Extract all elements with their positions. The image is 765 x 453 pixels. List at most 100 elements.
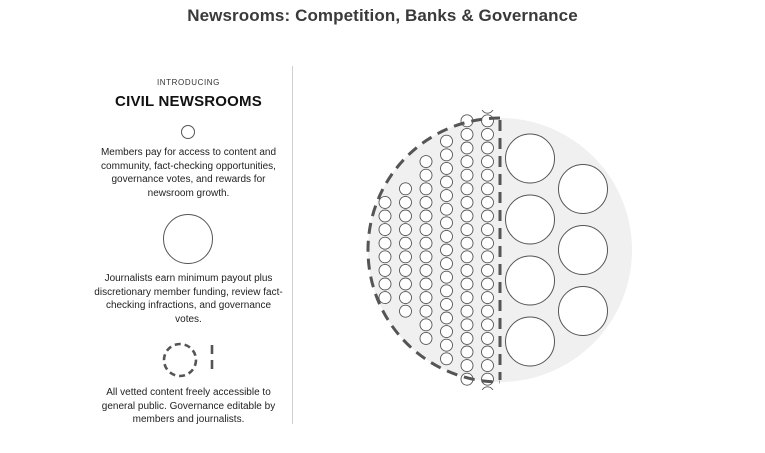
large-circle-icon xyxy=(163,214,213,264)
intro-title: CIVIL NEWSROOMS xyxy=(115,93,262,110)
member-circle xyxy=(481,372,494,386)
member-circle xyxy=(419,304,433,318)
member-circle xyxy=(399,304,412,318)
journalist-circle xyxy=(505,316,555,367)
public-boundary-dashed xyxy=(366,116,501,384)
member-circle xyxy=(460,168,474,182)
member-circle xyxy=(419,195,433,209)
member-circle xyxy=(460,209,474,223)
member-circle xyxy=(378,250,392,264)
member-circle xyxy=(481,291,494,305)
member-circle xyxy=(460,331,474,345)
journalist-circle xyxy=(558,286,608,336)
member-circle xyxy=(460,291,474,305)
newsroom-diagram xyxy=(360,110,640,390)
small-circle-icon xyxy=(181,125,195,139)
member-circle xyxy=(440,175,453,189)
member-circle xyxy=(481,250,494,264)
member-circle xyxy=(440,134,453,148)
intro-label: INTRODUCING xyxy=(156,78,221,87)
member-circle xyxy=(419,277,433,291)
member-circle xyxy=(440,229,453,243)
member-circle xyxy=(460,127,474,141)
legend-member: Members pay for access to content and co… xyxy=(86,120,291,200)
member-circle xyxy=(440,202,453,216)
member-circle xyxy=(440,338,453,352)
member-circle xyxy=(481,236,494,250)
member-circle xyxy=(481,223,494,237)
members-group xyxy=(378,110,494,390)
member-circle xyxy=(460,318,474,332)
member-circle xyxy=(481,114,494,128)
member-circle xyxy=(378,263,392,277)
member-circle xyxy=(399,263,412,277)
dashed-boundary-icon xyxy=(162,342,214,378)
journalist-circle xyxy=(558,164,608,214)
legend-journalist-text: Journalists earn minimum payout plus dis… xyxy=(94,273,283,325)
member-circle xyxy=(399,182,412,196)
member-circle xyxy=(419,236,433,250)
legend-panel: INTRODUCING CIVIL NEWSROOMS Members pay … xyxy=(86,78,291,427)
member-circle xyxy=(460,236,474,250)
member-circle xyxy=(440,270,453,284)
member-circle xyxy=(481,331,494,345)
legend-member-text: Members pay for access to content and co… xyxy=(100,147,277,199)
divider xyxy=(292,66,293,424)
member-circle xyxy=(481,127,494,141)
member-circle xyxy=(460,195,474,209)
member-circle xyxy=(399,223,412,237)
member-circle xyxy=(440,161,453,175)
member-circle xyxy=(399,291,412,305)
member-circle xyxy=(419,209,433,223)
member-circle xyxy=(440,311,453,325)
member-circle xyxy=(440,284,453,298)
member-circle xyxy=(419,331,433,345)
member-circle xyxy=(378,291,392,305)
member-circle xyxy=(419,318,433,332)
newsroom-diagram-svg xyxy=(366,110,632,390)
journalist-circle xyxy=(505,133,555,184)
member-circle xyxy=(419,168,433,182)
member-circle xyxy=(460,263,474,277)
member-circle xyxy=(399,277,412,291)
member-circle xyxy=(481,304,494,318)
member-circle xyxy=(399,236,412,250)
journalist-circle xyxy=(505,194,555,245)
member-circle xyxy=(481,386,494,390)
member-circle xyxy=(419,263,433,277)
journalist-circle xyxy=(558,225,608,275)
legend-boundary-text: All vetted content freely accessible to … xyxy=(101,387,276,425)
member-circle xyxy=(440,216,453,230)
member-circle xyxy=(460,155,474,169)
member-circle xyxy=(419,155,433,169)
member-circle xyxy=(419,291,433,305)
member-circle xyxy=(440,297,453,311)
member-circle xyxy=(481,141,494,155)
member-circle xyxy=(481,318,494,332)
member-circle xyxy=(481,110,494,114)
member-circle xyxy=(378,195,392,209)
member-circle xyxy=(460,182,474,196)
member-circle xyxy=(481,209,494,223)
member-circle xyxy=(419,250,433,264)
journalist-circle xyxy=(505,255,555,306)
member-circle xyxy=(440,189,453,203)
member-circle xyxy=(481,277,494,291)
member-circle xyxy=(378,277,392,291)
member-circle xyxy=(440,148,453,162)
member-circle xyxy=(460,141,474,155)
legend-boundary: All vetted content freely accessible to … xyxy=(86,340,291,427)
member-circle xyxy=(378,223,392,237)
member-circle xyxy=(481,345,494,359)
member-circle xyxy=(481,155,494,169)
member-circle xyxy=(378,236,392,250)
member-circle xyxy=(399,250,412,264)
member-circle xyxy=(481,263,494,277)
member-circle xyxy=(460,345,474,359)
member-circle xyxy=(378,209,392,223)
page-title: Newsrooms: Competition, Banks & Governan… xyxy=(187,6,578,25)
member-circle xyxy=(399,209,412,223)
legend-journalist: Journalists earn minimum payout plus dis… xyxy=(86,212,291,326)
member-circle xyxy=(460,359,474,373)
member-circle xyxy=(440,243,453,257)
